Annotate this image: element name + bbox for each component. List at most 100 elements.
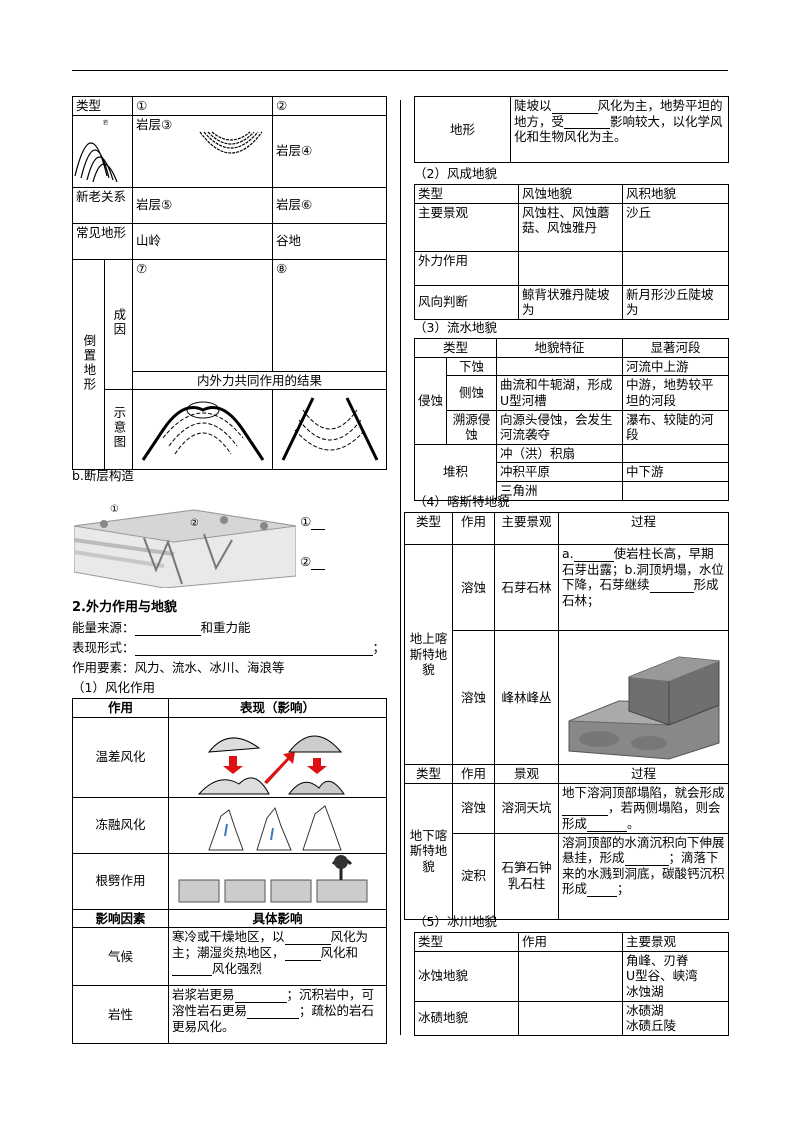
fluvial-d1-right [622, 443, 730, 464]
fold-table: 类型 ① ② 岩 岩层③ 岩层④ 新老关系 岩层⑤ 岩层⑥ [71, 96, 388, 471]
fluvial-table: 类型 地貌特征 显著河段 侵蚀 下蚀 河流中上游 侧蚀 曲流和牛轭湖，形成U型河… [413, 338, 730, 501]
svg-text:岩: 岩 [103, 119, 108, 126]
inverted-label-cell: 倒置地形 [72, 258, 105, 471]
factor-climate-text: 寒冷或干燥地区，以风化为主；潮湿炎热地区，风化和风化强烈 [168, 927, 387, 987]
fluvial-h2: 显著河段 [622, 338, 730, 358]
rock-t2: ；沉积岩中，可溶性岩石更易 [172, 987, 375, 1018]
climate-t4: 风化强烈 [212, 960, 263, 976]
energy-post: 和重力能 [200, 620, 251, 635]
frost-weathering-illustration [168, 796, 387, 854]
fluvial-side-c2: 中游，地势较平坦的河段 [622, 375, 730, 411]
karst-surface-label: 地上喀斯特地貌 [404, 544, 453, 765]
aeolian-r1-c2: 沙丘 [622, 202, 729, 252]
inverted-diagram-label: 示意图 [111, 406, 127, 450]
karst-s1-action: 溶蚀 [452, 544, 495, 631]
karst-s2-action: 溶蚀 [452, 630, 495, 765]
valley-fold-diagram [141, 401, 265, 462]
aeolian-h2: 风积地貌 [622, 184, 729, 204]
fluvial-down-label: 下蚀 [445, 356, 498, 377]
rock-t3: ；疏松的岩石更易风化。 [172, 1002, 375, 1034]
glacier-h0: 类型 [414, 932, 519, 952]
glacier-title: （5）冰川地貌 [414, 914, 497, 929]
karst-h0: 类型 [404, 512, 453, 545]
header-rule [72, 70, 728, 71]
fold-age-col2: 岩层⑥ [272, 186, 388, 224]
aeolian-r1-c1: 风蚀柱、风蚀蘑菇、风蚀雅丹 [518, 202, 623, 252]
fluvial-side-label: 侧蚀 [445, 375, 498, 411]
glacier-r1-v3: 冰蚀湖 [626, 983, 664, 999]
factor-rock-text: 岩浆岩更易；沉积岩中，可溶性岩石更易；疏松的岩石更易风化。 [168, 985, 387, 1045]
column-divider [400, 100, 401, 1035]
glacier-r2-v1: 冰碛湖 [626, 1002, 664, 1018]
factor-h2: 具体影响 [168, 908, 387, 929]
terrain-label: 地形 [414, 96, 511, 163]
glacier-h1: 作用 [518, 932, 623, 952]
weathering-title: （1）风化作用 [72, 680, 155, 695]
aeolian-r1-label: 主要景观 [414, 202, 519, 252]
inverted-result: 内外力共同作用的结果 [132, 370, 388, 391]
mountain-fold-diagram [281, 397, 379, 461]
glacier-r2-v2: 冰碛丘陵 [626, 1018, 677, 1034]
form-line: 表现形式： ； [72, 640, 385, 656]
karst-title: （4）喀斯特地貌 [414, 494, 510, 509]
inverted-cause-cell: 成因 [103, 258, 134, 391]
fold-landform-col2: 谷地 [272, 222, 388, 260]
aeolian-table: 类型 风蚀地貌 风积地貌 主要景观 风蚀柱、风蚀蘑菇、风蚀雅丹 沙丘 外力作用 … [414, 184, 729, 320]
aeolian-h1: 风蚀地貌 [518, 184, 623, 204]
karst-s1-a: a. [562, 546, 574, 561]
karst-s1-p2: b.洞顶坍塌，水位下降，石芽继续 [562, 561, 724, 593]
weathering-row-temp: 温差风化 [72, 716, 169, 798]
karst-h2-3: 过程 [558, 764, 729, 784]
fold-landform-label: 常见地形 [71, 222, 134, 260]
energy-line: 能量来源： 和重力能 [72, 620, 251, 636]
glacier-h2: 主要景观 [622, 932, 729, 952]
karst-h2-2: 景观 [494, 764, 559, 784]
factor-climate-label: 气候 [72, 927, 169, 987]
fluvial-head-c1: 向源头侵蚀，会发生河流袭夺 [496, 409, 624, 445]
terrain-text: 陡坡以风化为主，地势平坦的地方，受影响较大，以化学风化和生物风化为主。 [510, 96, 729, 163]
karst-h3: 过程 [558, 512, 729, 545]
karst-u1-p1: 地下溶洞顶部塌陷，就会形成 [562, 784, 725, 800]
fold-col1-header: ① [132, 96, 274, 116]
climate-t2: 风化为主；潮湿炎热地区， [172, 929, 369, 960]
karst-s1-p3: 形成石林； [562, 577, 719, 608]
karst-s1-process: a.使岩柱长高，早期石芽出露；b.洞顶坍塌，水位下降，石芽继续形成石林； [558, 544, 729, 631]
inverted-cause-col2: ⑧ [272, 258, 388, 372]
inverted-diagram-col1 [132, 389, 274, 471]
fluvial-down-c2: 河流中上游 [622, 356, 730, 377]
karst-u2-p1: 溶洞顶部的水滴沉积向下伸展悬挂，形成 [562, 834, 725, 866]
karst-u2-view: 石笋石钟乳石柱 [494, 832, 559, 920]
fold-type-header: 类型 [71, 96, 134, 116]
fault-answer-2: ② [300, 554, 326, 570]
aeolian-r3-c2: 新月形沙丘陡坡为 [622, 284, 729, 320]
fluvial-head-c2: 瀑布、较陡的河段 [622, 409, 730, 445]
aeolian-r3-label: 风向判断 [414, 284, 519, 320]
aeolian-title: （2）风成地貌 [414, 166, 497, 181]
fold-layer-3-label: 岩层③ [136, 116, 173, 132]
karst-s1-view: 石芽石林 [494, 544, 559, 631]
inverted-label: 倒置地形 [81, 333, 97, 392]
fault-diagram: ① ② [74, 496, 296, 588]
karst-block-diagram [558, 630, 729, 765]
inverted-diagram-cell: 示意图 [103, 389, 134, 471]
karst-u2-p2: ；滴落下来的水溅到洞底，碳酸钙沉积形成 [562, 850, 725, 897]
terrain-t1: 陡坡以 [514, 98, 552, 113]
fluvial-h0: 类型 [413, 338, 498, 358]
fault-answer-1: ① [300, 514, 326, 530]
aeolian-r2-c2 [622, 250, 729, 286]
form-end: ； [372, 640, 386, 655]
aeolian-h0: 类型 [414, 184, 519, 204]
aeolian-r3-c1: 鲸背状雅丹陡坡为 [518, 284, 623, 320]
karst-under-label: 地下喀斯特地貌 [404, 782, 453, 920]
external-title: 2.外力作用与地貌 [72, 600, 177, 615]
energy-pre: 能量来源： [72, 620, 135, 635]
form-pre: 表现形式： [72, 640, 135, 655]
fluvial-h1: 地貌特征 [496, 338, 624, 358]
climate-t3: 风化和 [320, 944, 359, 960]
fault-mark-1: ① [110, 504, 119, 515]
karst-u1-action: 溶蚀 [452, 782, 495, 834]
weathering-h1: 作用 [72, 698, 169, 718]
fluvial-head-label: 溯源侵蚀 [445, 409, 498, 445]
fluvial-d2-right: 中下游 [622, 462, 730, 482]
karst-u2-action: 淀积 [452, 832, 495, 920]
